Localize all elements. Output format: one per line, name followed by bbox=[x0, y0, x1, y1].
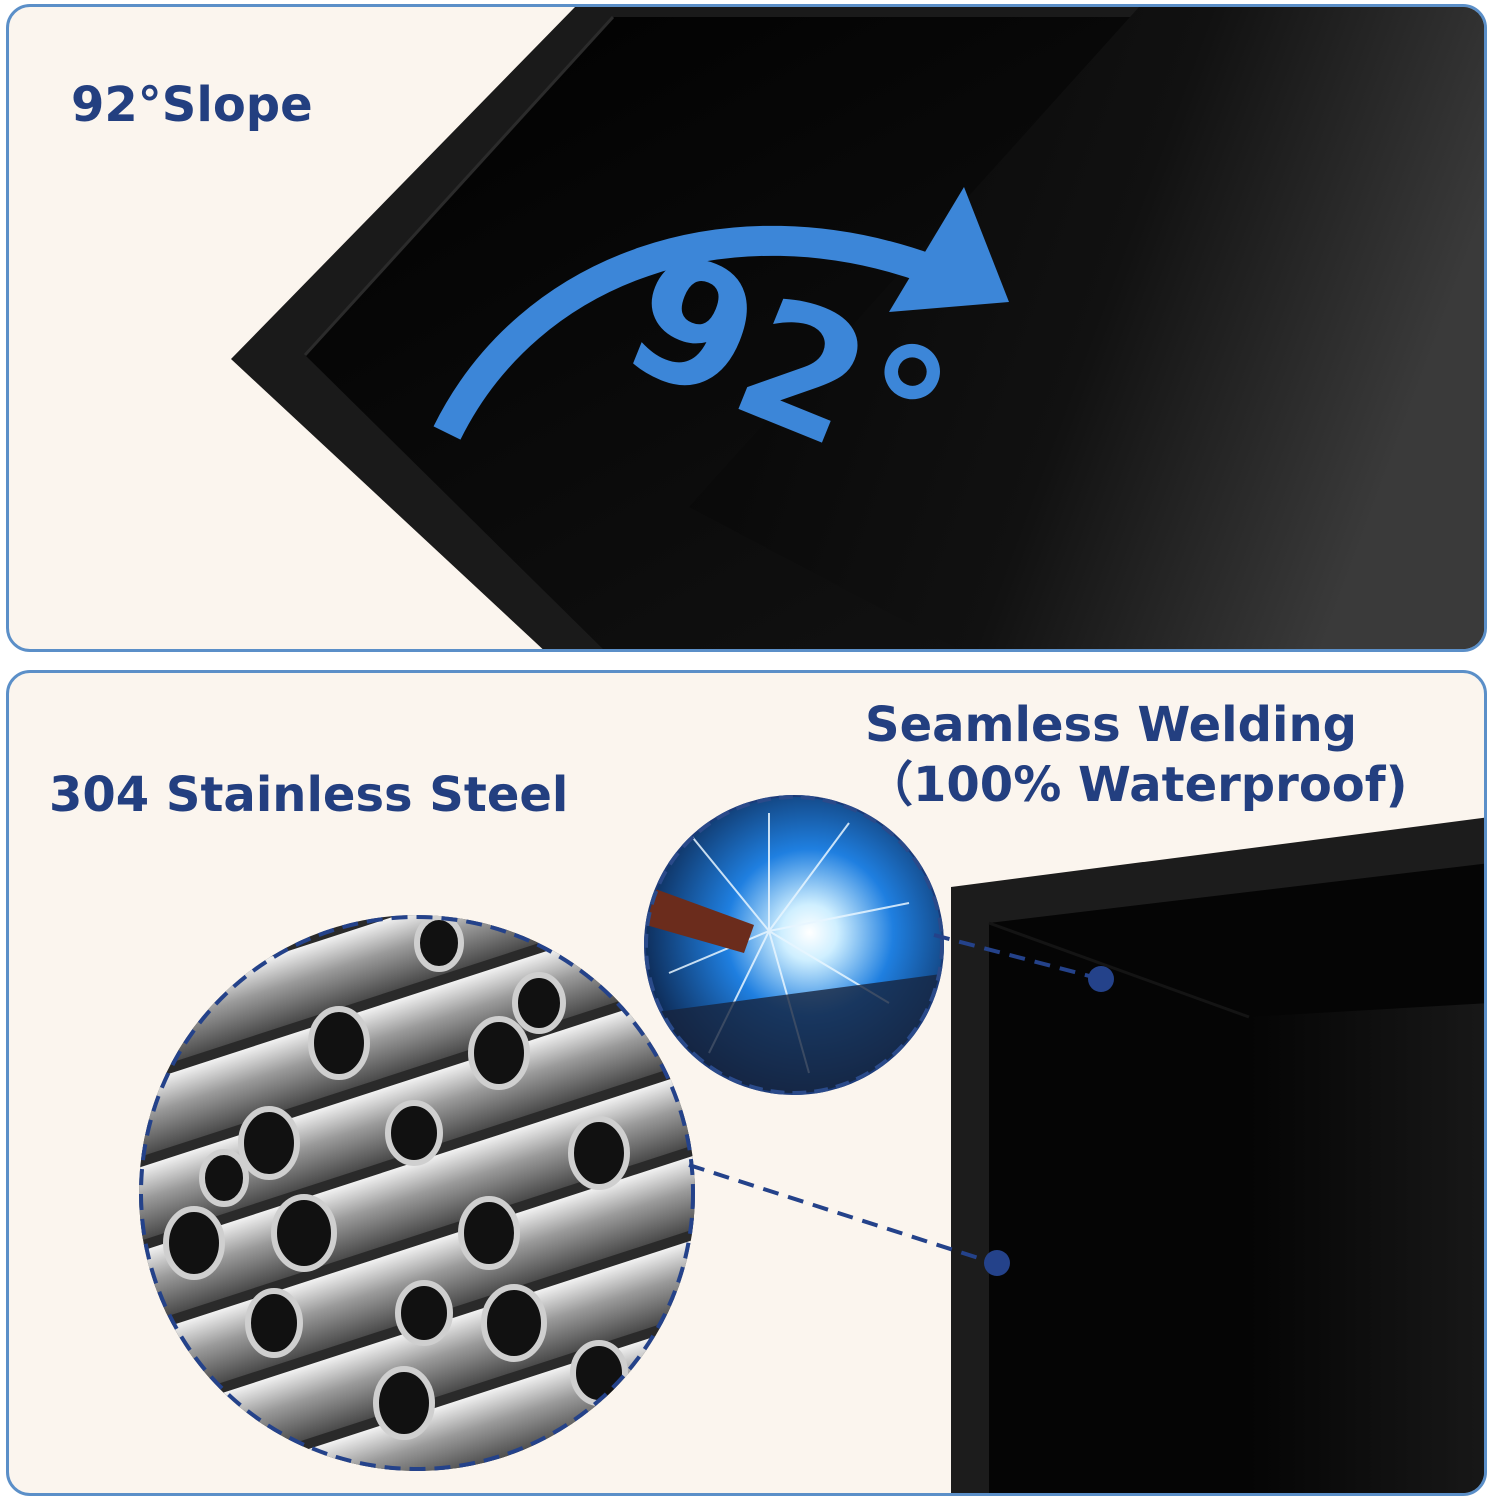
slope-title: 92°Slope bbox=[71, 77, 313, 133]
materials-illustration bbox=[139, 795, 1484, 1493]
weld-title-line1: Seamless Welding bbox=[865, 697, 1357, 753]
frame-edge bbox=[303, 15, 615, 357]
arrow-head bbox=[889, 187, 1009, 312]
niche-box bbox=[951, 817, 1484, 1493]
welding-sparks-photo bbox=[644, 795, 944, 1095]
niche-corner-illustration: 92° bbox=[231, 7, 1484, 649]
weld-title: Seamless Welding （100% Waterproof) bbox=[865, 695, 1408, 815]
callout-connectors bbox=[688, 933, 1114, 1276]
steel-title: 304 Stainless Steel bbox=[49, 767, 569, 823]
slope-panel: 92° 92°Slope bbox=[6, 4, 1487, 652]
callout-dot-icon bbox=[984, 1250, 1010, 1276]
niche-back-wall bbox=[689, 7, 1484, 649]
materials-panel: 304 Stainless Steel Seamless Welding （10… bbox=[6, 670, 1487, 1496]
weld-title-line2: （100% Waterproof) bbox=[865, 757, 1408, 813]
callout-dot-icon bbox=[1088, 966, 1114, 992]
curved-arrow-icon bbox=[433, 225, 935, 440]
